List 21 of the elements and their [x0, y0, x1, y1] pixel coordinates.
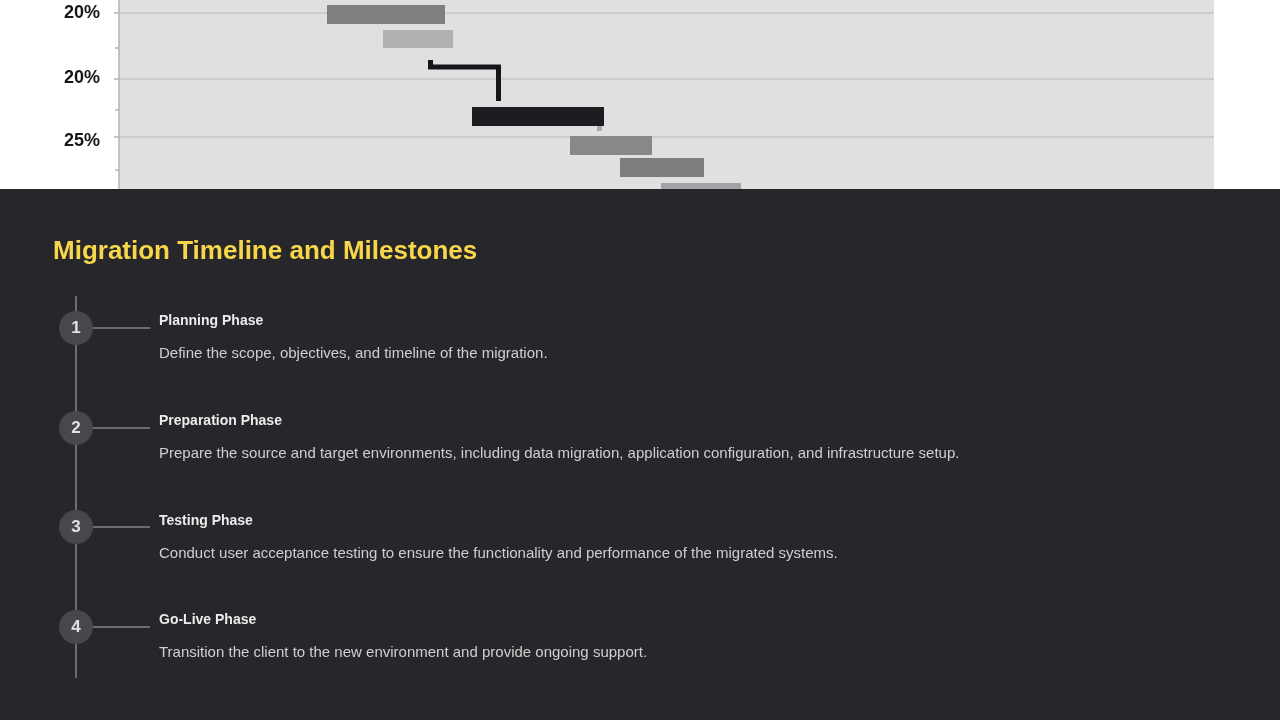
connector-line: [92, 626, 151, 628]
phase-description: Transition the client to the new environment and provide ongoing support.: [159, 643, 648, 661]
slide-title: Migration Timeline and Milestones: [53, 234, 478, 266]
timeline-line: [75, 444, 77, 511]
timeline-line: [75, 643, 77, 679]
connector-line: [92, 327, 151, 329]
phase-description: Conduct user acceptance testing to ensure the functionality and performance of the migrated systems.: [159, 544, 838, 562]
phase-heading: Preparation Phase: [159, 411, 282, 430]
timeline-line: [75, 295, 77, 312]
axis-tick-label: 25%: [63, 130, 100, 150]
connector-line: [92, 427, 151, 429]
phase-heading: Go-Live Phase: [159, 610, 257, 629]
axis-tick-label: 20%: [63, 2, 100, 22]
phase-heading: Planning Phase: [159, 311, 264, 330]
connector-line: [92, 526, 151, 528]
axis-tick-label: 20%: [63, 67, 100, 87]
timeline-line: [75, 344, 77, 412]
phase-description: Prepare the source and target environments, including data migration, application configuration, and infrastructure setup.: [159, 444, 960, 462]
phase-description: Define the scope, objectives, and timeline of the migration.: [159, 344, 548, 362]
timeline-line: [75, 543, 77, 611]
phase-heading: Testing Phase: [159, 511, 253, 530]
